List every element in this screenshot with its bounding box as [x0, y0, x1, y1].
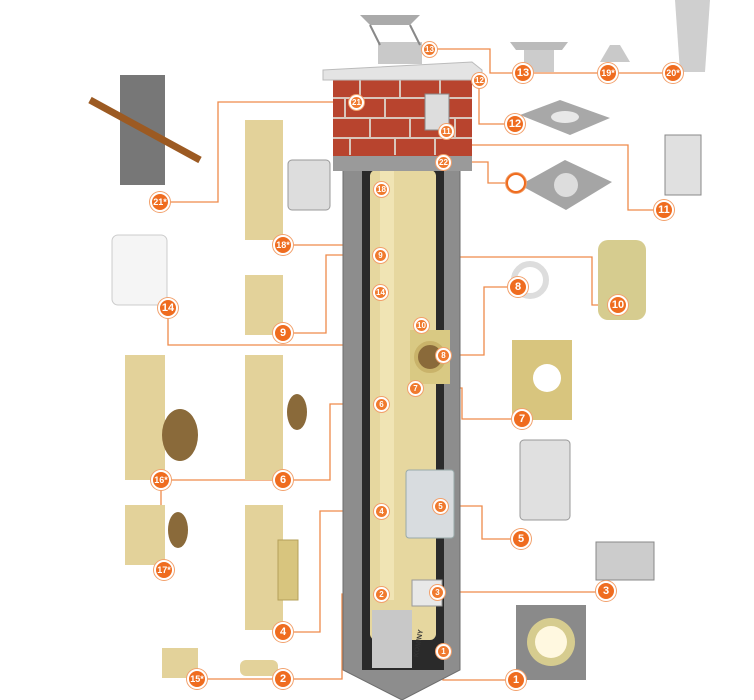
short-tee-part [125, 505, 188, 565]
part-label: 8 [508, 277, 528, 297]
cover-plate-part [520, 100, 610, 135]
part-label: 2 [273, 669, 293, 689]
chimney-label: 10 [414, 318, 429, 333]
chimney-label: 22 [436, 155, 451, 170]
part-label: 9 [273, 323, 293, 343]
part-label: 5 [511, 529, 531, 549]
part-label: 12 [505, 114, 525, 134]
chimney-label: 5 [433, 499, 448, 514]
part-label: 4 [273, 622, 293, 642]
mounting-bracket-part [88, 75, 202, 185]
chimney-cross-section [322, 15, 483, 700]
mortar-bucket-part [111, 234, 168, 306]
condensate-cup-part [240, 660, 278, 676]
part-label: 17* [154, 560, 174, 580]
grate-part [595, 541, 655, 581]
chimney-label: 11 [439, 124, 454, 139]
chimney-label: 4 [374, 504, 389, 519]
chimney-label: 8 [436, 348, 451, 363]
door-part [519, 439, 571, 521]
chimney-label: 7 [408, 381, 423, 396]
part-label: 21* [150, 192, 170, 212]
chimney-label: 2 [374, 587, 389, 602]
part-label: 20* [663, 63, 683, 83]
cone-cap-part [600, 45, 630, 62]
vent-grille-part [664, 134, 702, 196]
part-label: 19* [598, 63, 618, 83]
chimney-label: 18 [374, 182, 389, 197]
part-label: 15* [187, 669, 207, 689]
part-label: 18* [273, 235, 293, 255]
part-label: 13 [513, 63, 533, 83]
chimney-label: 3 [430, 585, 445, 600]
chimney-label: 14 [373, 285, 388, 300]
part-label: 3 [596, 581, 616, 601]
chimney-label: 9 [373, 248, 388, 263]
connector-plate-part [512, 340, 572, 420]
cleanout-door [405, 469, 455, 539]
sealing-plate-part [520, 160, 612, 210]
tee-45-part [125, 355, 198, 480]
chimney-label: 1 [436, 644, 451, 659]
chimney-label: 12 [472, 73, 487, 88]
cleanout-tee-part [245, 120, 331, 240]
chimney-cap-part [510, 42, 568, 72]
cleanout-pipe-part [245, 505, 299, 630]
part-label: 7 [512, 409, 532, 429]
part-label: 16* [151, 470, 171, 490]
chimney-label: 21 [349, 95, 364, 110]
rotary-cowl-part [675, 0, 710, 72]
chimney-label: 6 [374, 397, 389, 412]
chimney-label: 13 [422, 42, 437, 57]
tee-90-part [245, 355, 307, 480]
part-label: 11 [654, 200, 674, 220]
part-label: 1 [506, 670, 526, 690]
sealing-ring-marker [506, 173, 526, 193]
part-label: 6 [273, 470, 293, 490]
block-section-part [516, 605, 586, 680]
part-label: 14 [158, 298, 178, 318]
parts [88, 0, 710, 680]
part-label: 10 [608, 295, 628, 315]
